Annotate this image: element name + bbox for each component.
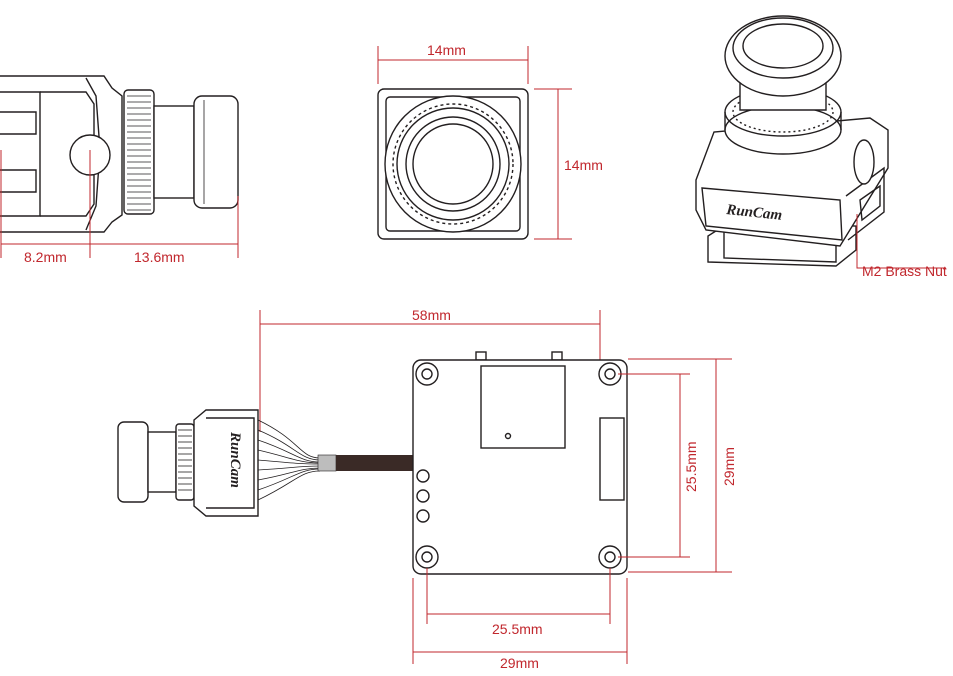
assembly-lens-cap <box>117 421 149 503</box>
iso-lens-cap <box>724 15 842 97</box>
dim-overall-length: 58mm <box>412 307 451 323</box>
dim-side-lens: 13.6mm <box>134 249 185 265</box>
iso-gear-ring <box>724 105 842 155</box>
assembly-brand-logo: RunCam <box>227 431 243 488</box>
side-view-lens-cap <box>193 95 239 209</box>
pcb-connector <box>599 417 625 501</box>
assembly-camera-body <box>193 409 259 517</box>
mount-hole-br <box>598 545 622 569</box>
dim-front-width: 14mm <box>427 42 466 58</box>
mount-hole-bl <box>415 545 439 569</box>
side-view-lens-barrel <box>153 105 195 199</box>
assembly-board <box>412 351 628 575</box>
pcb-chip <box>480 365 566 449</box>
front-view: 14mm 14mm <box>377 42 603 240</box>
dim-board-width: 29mm <box>500 655 539 671</box>
side-view-body <box>0 75 123 233</box>
dim-side-front: 8.2mm <box>24 249 67 265</box>
callout-brass-nut: M2 Brass Nut <box>862 263 947 279</box>
iso-brand-logo: RunCam <box>725 202 783 224</box>
dim-hole-vertical: 25.5mm <box>683 441 699 492</box>
mount-hole-tl <box>415 362 439 386</box>
assembly-camera: RunCam <box>117 409 259 517</box>
dim-board-height: 29mm <box>721 447 737 486</box>
iso-brass-nut <box>853 139 875 185</box>
mount-hole-tr <box>598 362 622 386</box>
pcb-board <box>412 359 628 575</box>
dim-front-height: 14mm <box>564 157 603 173</box>
side-view-lens-ring <box>123 89 155 215</box>
side-view: 8.2mm 13.6mm <box>0 75 239 265</box>
dim-hole-horizontal: 25.5mm <box>492 621 543 637</box>
assembly-view: 58mm RunCam <box>117 307 737 671</box>
front-view-lens <box>412 123 494 205</box>
isometric-view: RunCam M2 Brass Nut <box>695 15 947 279</box>
assembly-lens-barrel <box>147 431 177 493</box>
assembly-gear-ring <box>175 423 195 501</box>
